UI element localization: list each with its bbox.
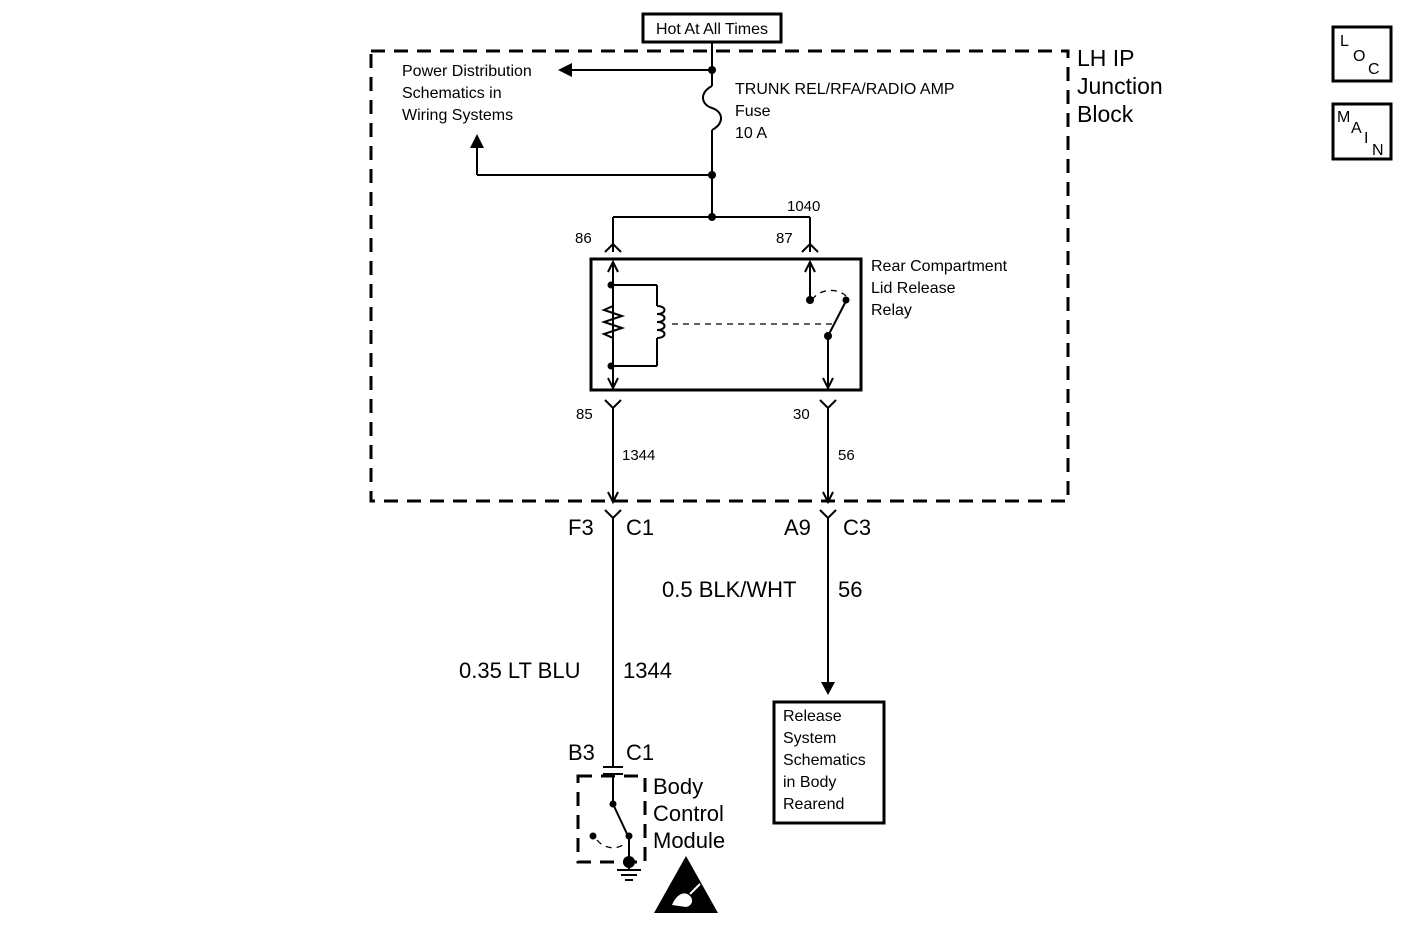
svg-text:Wiring Systems: Wiring Systems <box>402 107 513 124</box>
release-system-link[interactable]: Release System Schematics in Body Rearen… <box>772 700 886 825</box>
relay-switch-icon <box>811 289 850 337</box>
pin-87-label: 87 <box>776 230 793 247</box>
svg-text:I: I <box>1364 130 1368 147</box>
svg-text:C: C <box>1368 61 1380 78</box>
svg-text:C3: C3 <box>843 515 871 540</box>
bcm-box <box>576 774 647 864</box>
svg-text:M: M <box>1337 109 1350 126</box>
svg-text:O: O <box>1353 48 1365 65</box>
svg-text:LH IP: LH IP <box>1077 45 1135 71</box>
svg-text:0.5 BLK/WHT: 0.5 BLK/WHT <box>662 577 796 602</box>
relay-box <box>589 257 863 392</box>
svg-text:A9: A9 <box>784 515 811 540</box>
svg-text:0.35 LT BLU: 0.35 LT BLU <box>459 658 580 683</box>
svg-text:Release: Release <box>783 708 842 725</box>
svg-text:Module: Module <box>653 828 725 853</box>
svg-text:C1: C1 <box>626 740 654 765</box>
svg-text:Power Distribution: Power Distribution <box>402 63 532 80</box>
svg-text:C1: C1 <box>626 515 654 540</box>
svg-text:in Body: in Body <box>783 774 836 791</box>
svg-text:Lid Release: Lid Release <box>871 280 956 297</box>
svg-text:1344: 1344 <box>623 658 672 683</box>
junction-block-label: LH IP Junction Block <box>1077 45 1163 127</box>
circuit-1344-label: 1344 <box>622 447 655 464</box>
fuse-label: TRUNK REL/RFA/RADIO AMP Fuse 10 A <box>735 81 955 142</box>
svg-text:10 A: 10 A <box>735 125 767 142</box>
esd-warning-icon <box>654 856 718 913</box>
relay-coil-icon <box>656 285 666 366</box>
relay-resistor-icon <box>600 305 626 339</box>
svg-text:Fuse: Fuse <box>735 103 771 120</box>
svg-text:L: L <box>1340 33 1349 50</box>
bcm-label: Body Control Module <box>653 774 725 853</box>
connector-a9-c3: A9 C3 <box>784 515 871 540</box>
splice-1040-label: 1040 <box>787 198 820 215</box>
wire-1344-label: 0.35 LT BLU 1344 <box>459 658 672 683</box>
svg-text:Block: Block <box>1077 101 1134 127</box>
svg-text:TRUNK REL/RFA/RADIO AMP: TRUNK REL/RFA/RADIO AMP <box>735 81 955 98</box>
svg-text:Control: Control <box>653 801 724 826</box>
svg-text:A: A <box>1351 120 1362 137</box>
connector-b3-c1: B3 C1 <box>568 740 654 765</box>
ground-icon <box>617 856 641 881</box>
svg-text:Hot At All Times: Hot At All Times <box>656 21 768 38</box>
svg-text:Rearend: Rearend <box>783 796 844 813</box>
loc-button[interactable]: L O C <box>1331 25 1393 83</box>
pin-30-label: 30 <box>793 406 810 423</box>
main-button[interactable]: M A I N <box>1331 102 1393 161</box>
fuse-icon <box>702 85 722 131</box>
svg-text:B3: B3 <box>568 740 595 765</box>
pin-85-label: 85 <box>576 406 593 423</box>
wire-56-label: 0.5 BLK/WHT 56 <box>662 577 862 602</box>
relay-label: Rear Compartment Lid Release Relay <box>871 258 1008 319</box>
svg-text:Junction: Junction <box>1077 73 1163 99</box>
circuit-56-label: 56 <box>838 447 855 464</box>
junction-block-border <box>369 49 1070 503</box>
svg-text:Rear Compartment: Rear Compartment <box>871 258 1008 275</box>
svg-text:N: N <box>1372 142 1384 159</box>
connector-f3-c1: F3 C1 <box>568 515 654 540</box>
svg-text:Relay: Relay <box>871 302 912 319</box>
svg-text:56: 56 <box>838 577 862 602</box>
hot-at-all-times-label: Hot At All Times <box>641 12 783 44</box>
power-distribution-label: Power Distribution Schematics in Wiring … <box>402 63 532 124</box>
svg-text:System: System <box>783 730 836 747</box>
pin-86-label: 86 <box>575 230 592 247</box>
svg-text:F3: F3 <box>568 515 594 540</box>
svg-text:Body: Body <box>653 774 703 799</box>
svg-text:Schematics in: Schematics in <box>402 85 502 102</box>
svg-text:Schematics: Schematics <box>783 752 866 769</box>
